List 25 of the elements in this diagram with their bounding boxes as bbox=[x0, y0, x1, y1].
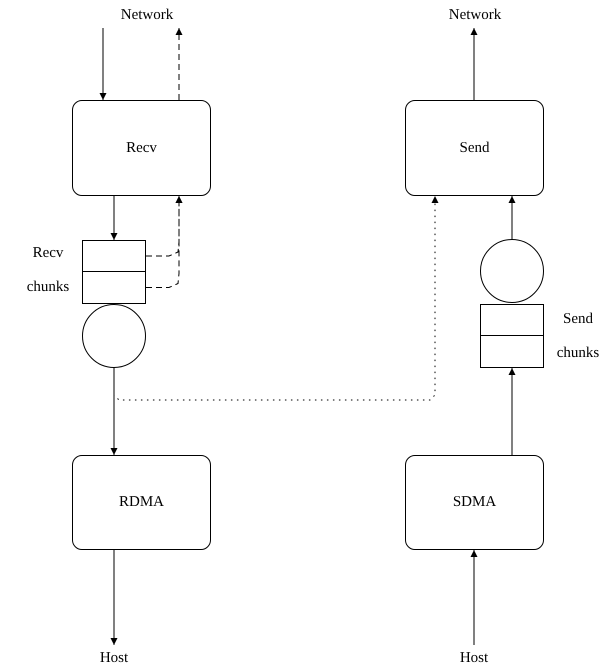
process-box: RDMA bbox=[72, 455, 211, 550]
endpoint-label: Network bbox=[112, 5, 182, 25]
queue-label: Send chunks bbox=[556, 310, 600, 363]
chunk-slot bbox=[480, 304, 544, 336]
arrow bbox=[508, 196, 516, 240]
chunk-slot bbox=[480, 335, 544, 368]
endpoint-label: Host bbox=[92, 648, 136, 668]
process-box: Recv bbox=[72, 100, 211, 196]
arrow bbox=[110, 368, 118, 456]
dotted-arrow bbox=[114, 196, 438, 400]
dashed-arrow bbox=[146, 196, 182, 288]
arrow bbox=[470, 550, 478, 646]
chunk-slot bbox=[82, 271, 146, 304]
endpoint-label: Host bbox=[452, 648, 496, 668]
arrow bbox=[110, 196, 118, 240]
endpoint-label: Network bbox=[440, 5, 510, 25]
process-box: Send bbox=[405, 100, 544, 196]
arrow bbox=[100, 28, 106, 100]
arrow bbox=[110, 550, 118, 646]
process-box: SDMA bbox=[405, 455, 544, 550]
dashed-arrow bbox=[176, 28, 182, 100]
arrow bbox=[470, 28, 478, 100]
chunk-slot bbox=[82, 240, 146, 272]
queue-label: Recv chunks bbox=[26, 244, 70, 297]
arrow bbox=[508, 368, 516, 456]
